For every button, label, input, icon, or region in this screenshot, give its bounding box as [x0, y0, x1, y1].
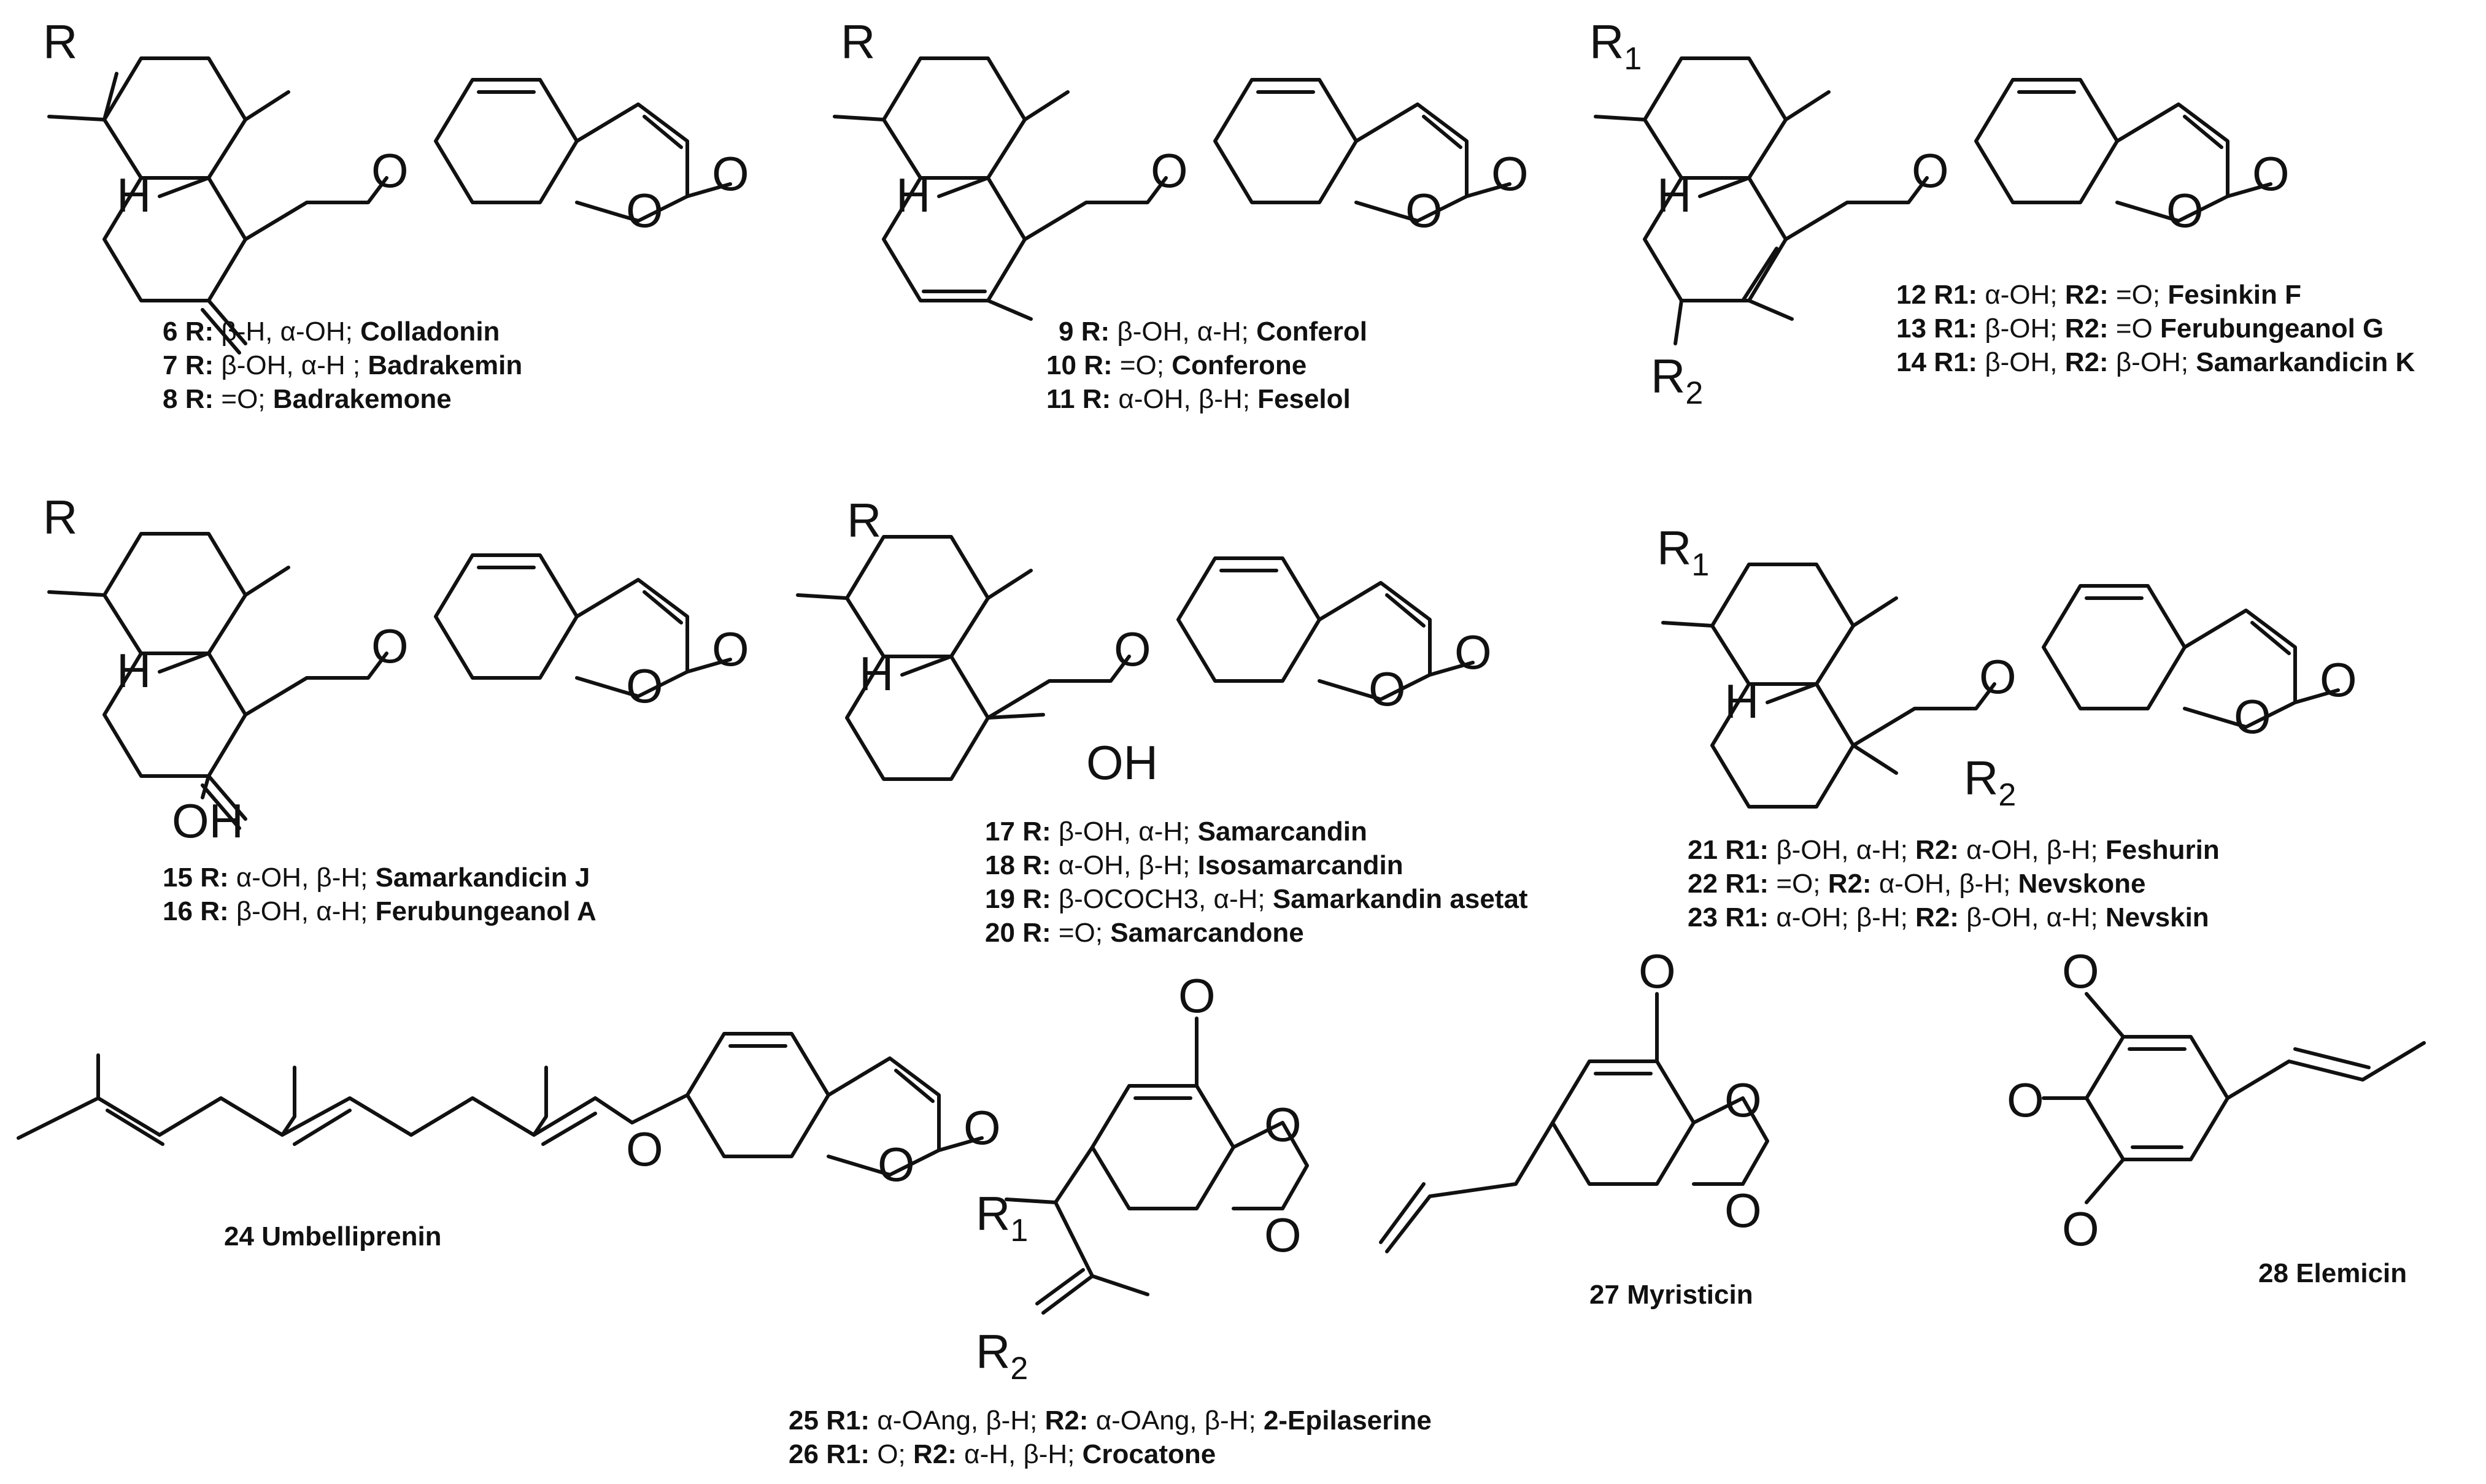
atom-r: R — [847, 493, 881, 547]
atom-h: H — [1657, 168, 1691, 222]
caption-8: 8 R: =O; Badrakemone — [163, 384, 452, 414]
atom-r1: R1 — [1589, 15, 1642, 77]
caption-22: 22 R1: =O; R2: α-OH, β-H; Nevskone — [1688, 869, 2145, 899]
atom-r2: R2 — [1651, 349, 1703, 411]
atom-o: O — [626, 183, 663, 237]
atom-o: O — [1178, 969, 1216, 1023]
atom-o: O — [1264, 1098, 1302, 1151]
caption-block-9-11: 9 R: β-OH, α-H; Conferol 10 R: =O; Confe… — [1046, 317, 1367, 414]
atom-o: O — [1724, 1183, 1762, 1237]
caption-block-15-16: 15 R: α-OH, β-H; Samarkandicin J 16 R: β… — [163, 863, 596, 926]
atom-o: O — [878, 1137, 915, 1191]
atom-oh: OH — [1086, 736, 1158, 790]
caption-9: 9 R: β-OH, α-H; Conferol — [1059, 317, 1367, 347]
atom-o: O — [626, 659, 663, 713]
atom-h: H — [117, 168, 151, 222]
caption-18: 18 R: α-OH, β-H; Isosamarcandin — [985, 850, 1403, 880]
caption-block-6-8: 6 R: β-H, α-OH; Colladonin 7 R: β-OH, α-… — [163, 317, 522, 414]
atom-o: O — [1639, 944, 1676, 998]
caption-15: 15 R: α-OH, β-H; Samarkandicin J — [163, 863, 590, 893]
structure-myristicin: O O O — [1379, 944, 1769, 1253]
structure-colladonin-type: R H O O O — [43, 15, 749, 355]
structure-epilaserine-type: O O O R1 R2 — [976, 969, 1309, 1386]
atom-o: O — [1368, 662, 1406, 716]
structure-conferol-type: R H O O O — [833, 15, 1529, 321]
caption-26: 26 R1: O; R2: α-H, β-H; Crocatone — [789, 1439, 1216, 1469]
caption-23: 23 R1: α-OH; β-H; R2: β-OH, α-H; Nevskin — [1688, 902, 2209, 932]
caption-block-17-20: 17 R: β-OH, α-H; Samarcandin 18 R: α-OH,… — [985, 817, 1528, 948]
atom-h: H — [859, 647, 894, 701]
atom-r: R — [43, 15, 77, 69]
atom-r2: R2 — [1964, 751, 2016, 813]
atom-o: O — [1454, 625, 1492, 679]
atom-o: O — [1979, 650, 2017, 704]
structure-samarkandicin-j-type: R H OH O O O — [43, 490, 749, 848]
caption-6: 6 R: β-H, α-OH; Colladonin — [163, 317, 500, 347]
caption-19: 19 R: β-OCOCH3, α-H; Samarkandin asetat — [985, 884, 1528, 914]
atom-o: O — [1405, 183, 1443, 237]
atom-o: O — [2252, 147, 2290, 201]
atom-oh: OH — [172, 794, 244, 848]
atom-o: O — [371, 619, 409, 673]
structure-umbelliprenin: O O O — [17, 1032, 1001, 1191]
caption-12: 12 R1: α-OH; R2: =O; Fesinkin F — [1896, 280, 2301, 310]
atom-o: O — [2166, 183, 2204, 237]
atom-o: O — [712, 147, 749, 201]
caption-13: 13 R1: β-OH; R2: =O Ferubungeanol G — [1896, 313, 2384, 344]
caption-block-12-14: 12 R1: α-OH; R2: =O; Fesinkin F 13 R1: β… — [1896, 280, 2415, 377]
atom-o: O — [2062, 944, 2099, 998]
atom-o: O — [2320, 653, 2357, 707]
caption-25: 25 R1: α-OAng, β-H; R2: α-OAng, β-H; 2-E… — [789, 1405, 1432, 1436]
structure-elemicin: O O O — [2007, 944, 2426, 1256]
atom-r: R — [43, 490, 77, 544]
atom-o: O — [626, 1122, 663, 1176]
atom-o: O — [1912, 144, 1949, 198]
atom-h: H — [117, 644, 151, 698]
atom-o: O — [1114, 622, 1151, 676]
atom-o: O — [2007, 1073, 2044, 1127]
caption-14: 14 R1: β-OH, R2: β-OH; Samarkandicin K — [1896, 347, 2415, 377]
atom-o: O — [2062, 1202, 2099, 1256]
atom-o: O — [1151, 144, 1188, 198]
atom-o: O — [1724, 1073, 1762, 1127]
caption-7: 7 R: β-OH, α-H ; Badrakemin — [163, 350, 522, 380]
caption-16: 16 R: β-OH, α-H; Ferubungeanol A — [163, 896, 596, 926]
structure-fesinkin-type: R1 H R2 O O O — [1589, 15, 2290, 411]
atom-r1: R1 — [1657, 521, 1709, 583]
caption-21: 21 R1: β-OH, α-H; R2: α-OH, β-H; Feshuri… — [1688, 835, 2220, 865]
atom-o: O — [963, 1101, 1001, 1155]
atom-o: O — [1264, 1208, 1302, 1262]
caption-28: 28 Elemicin — [2258, 1258, 2407, 1288]
atom-r1: R1 — [976, 1186, 1028, 1248]
atom-r: R — [841, 15, 875, 69]
atom-r2: R2 — [976, 1324, 1028, 1386]
structure-feshurin-type: R1 H R2 O O O — [1657, 521, 2357, 813]
atom-o: O — [2234, 690, 2271, 744]
caption-20: 20 R: =O; Samarcandone — [985, 918, 1304, 948]
atom-h: H — [1724, 674, 1759, 728]
caption-10: 10 R: =O; Conferone — [1046, 350, 1307, 380]
atom-h: H — [896, 168, 930, 222]
structure-samarcandin-type: R H OH O O O — [796, 493, 1492, 790]
caption-24: 24 Umbelliprenin — [224, 1221, 442, 1251]
atom-o: O — [371, 144, 409, 198]
caption-block-21-23: 21 R1: β-OH, α-H; R2: α-OH, β-H; Feshuri… — [1688, 835, 2220, 932]
caption-27: 27 Myristicin — [1589, 1280, 1753, 1310]
caption-block-25-26: 25 R1: α-OAng, β-H; R2: α-OAng, β-H; 2-E… — [789, 1405, 1432, 1469]
atom-o: O — [1491, 147, 1529, 201]
atom-o: O — [712, 622, 749, 676]
caption-11: 11 R: α-OH, β-H; Feselol — [1046, 384, 1351, 414]
caption-17: 17 R: β-OH, α-H; Samarcandin — [985, 817, 1367, 847]
